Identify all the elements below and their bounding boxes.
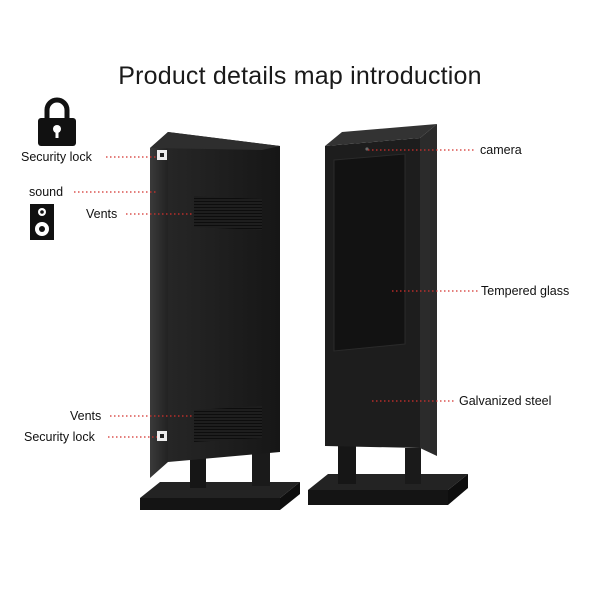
label-vents-top: Vents: [86, 207, 118, 221]
rear-bottom-vents: [194, 406, 262, 442]
label-galvanized-steel: Galvanized steel: [459, 394, 552, 408]
front-base-plate: [308, 474, 468, 490]
label-camera: camera: [480, 143, 522, 157]
label-security-lock-bottom: Security lock: [24, 430, 95, 444]
label-sound: sound: [29, 185, 64, 199]
label-security-lock-top: Security lock: [21, 150, 92, 164]
label-vents-bottom: Vents: [70, 409, 102, 423]
tempered-glass-screen: [333, 153, 406, 352]
speaker-icon: [30, 204, 54, 240]
rear-top-vents: [194, 196, 262, 230]
leader-lines: [74, 149, 478, 438]
page-title: Product details map introduction: [118, 62, 482, 90]
camera-dot: [365, 147, 369, 151]
kiosk-rear-view: [140, 132, 300, 510]
rear-base-plate: [140, 482, 300, 498]
label-tempered-glass: Tempered glass: [481, 284, 570, 298]
kiosk-front-view: [308, 124, 468, 505]
padlock-icon: [38, 97, 76, 146]
